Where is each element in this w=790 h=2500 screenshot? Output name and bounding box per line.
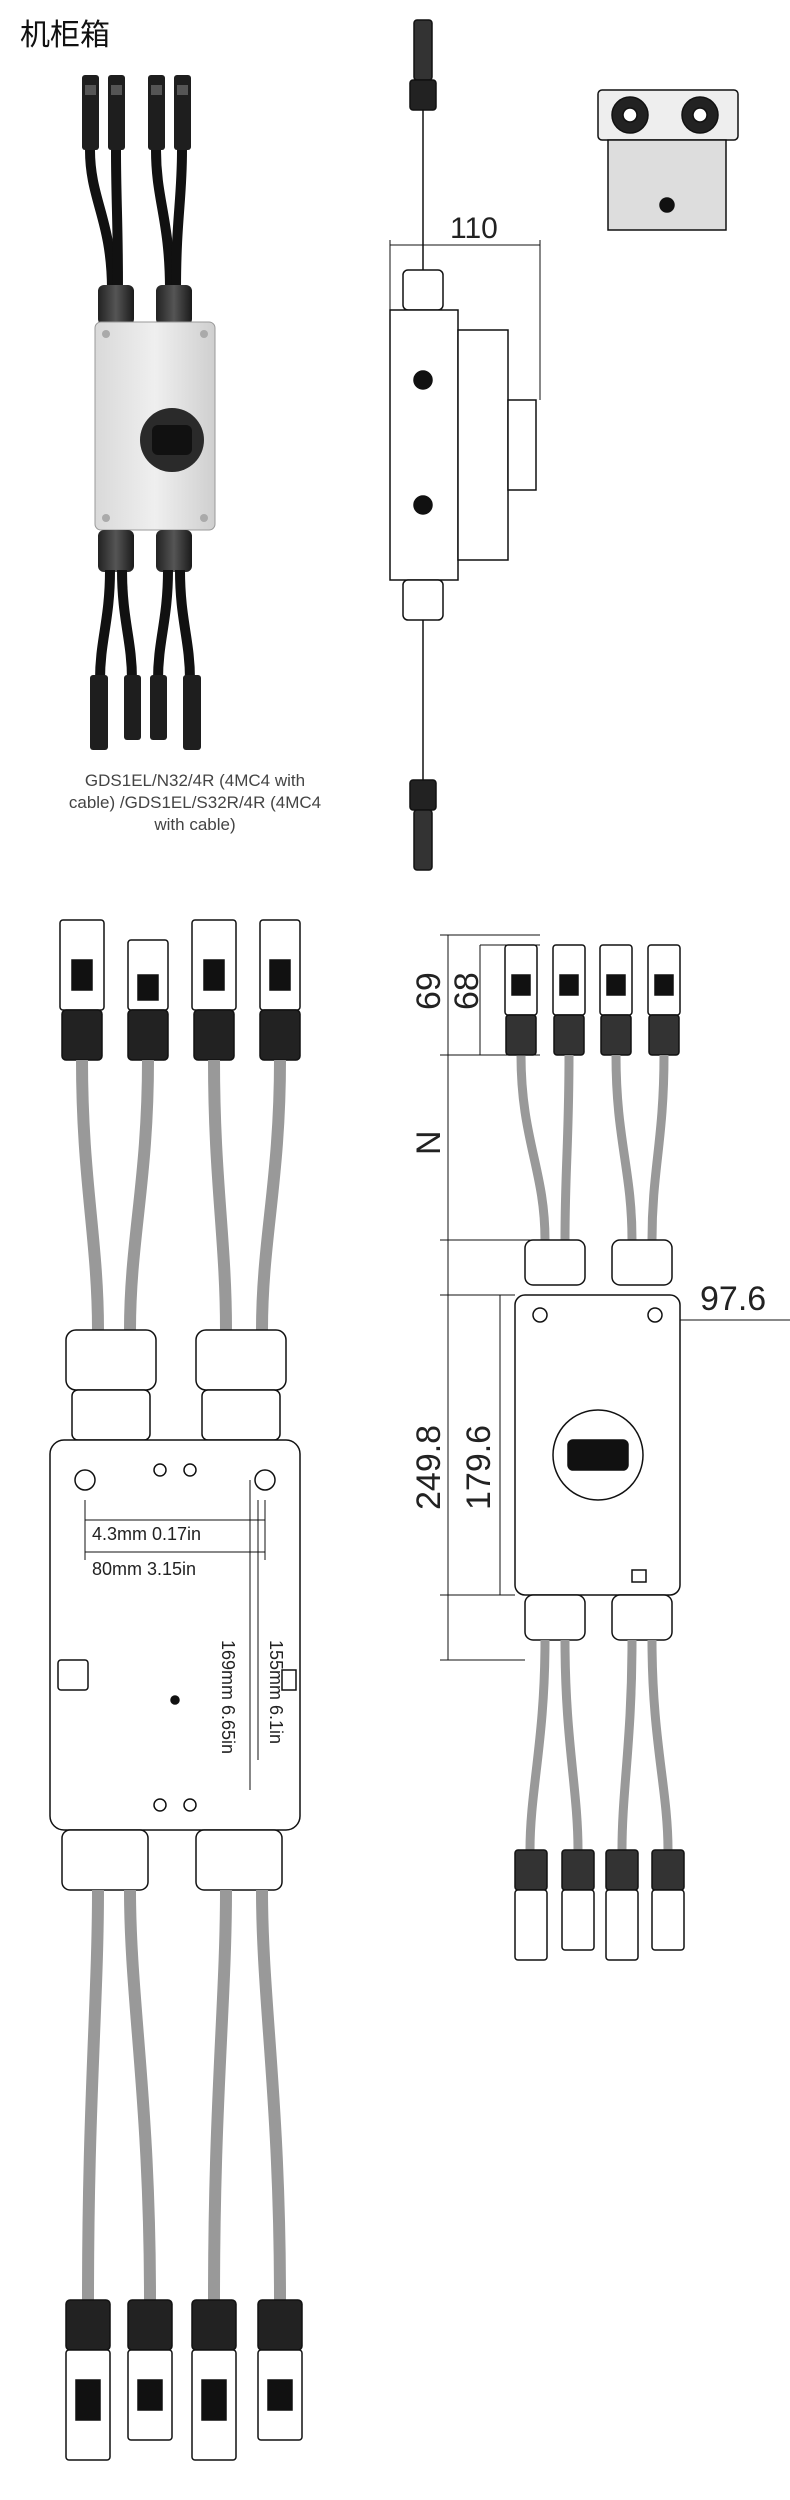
dim-110: 110 — [450, 212, 498, 245]
caption-line: cable) /GDS1EL/S32R/4R (4MC4 — [68, 793, 322, 812]
dim-69: 69 — [410, 972, 448, 1010]
dim-179-6: 179.6 — [460, 1425, 498, 1510]
product-caption: GDS1EL/N32/4R (4MC4 with cable) /GDS1EL/… — [40, 770, 350, 836]
front-view — [49, 919, 303, 2461]
dimension-view — [440, 934, 790, 1961]
dim-N: N — [410, 1130, 448, 1155]
caption-line: with cable) — [154, 815, 236, 834]
side-view — [389, 19, 541, 871]
caption-line: GDS1EL/N32/4R (4MC4 with — [84, 771, 306, 790]
top-connectors — [82, 75, 191, 150]
dim-hole: 4.3mm 0.17in — [92, 1524, 201, 1544]
dim-height-inner: 155mm 6.1in — [266, 1640, 286, 1744]
dim-height-outer: 169mm 6.65in — [218, 1640, 238, 1754]
product-photo — [82, 75, 216, 750]
dim-249-8: 249.8 — [410, 1425, 448, 1510]
top-view — [597, 89, 739, 231]
page-title: 机柜箱 — [20, 18, 110, 53]
dim-97-6: 97.6 — [700, 1280, 766, 1318]
dim-width: 80mm 3.15in — [92, 1559, 196, 1579]
dim-68: 68 — [448, 972, 486, 1010]
